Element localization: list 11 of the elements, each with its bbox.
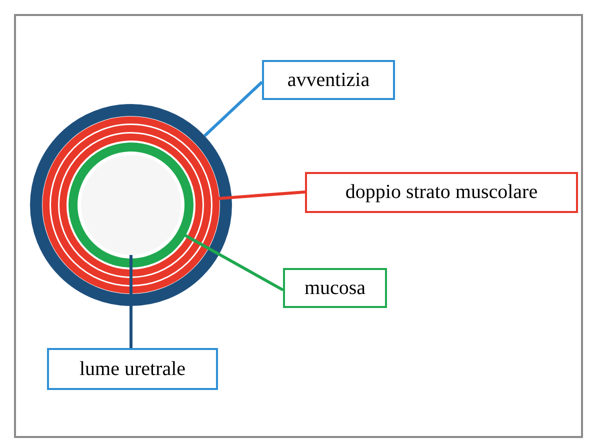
outer-ring [30,104,232,306]
label-box: avventizia [262,60,395,100]
muscle-ring [42,116,220,294]
inner-ring [68,142,194,268]
leader-line [184,234,284,292]
label-box: mucosa [283,268,387,308]
label-box: lume uretrale [47,348,218,390]
leader-line [130,255,132,348]
leader-line [218,190,306,200]
leader-line [204,80,264,137]
label-box: doppio strato muscolare [305,172,578,213]
